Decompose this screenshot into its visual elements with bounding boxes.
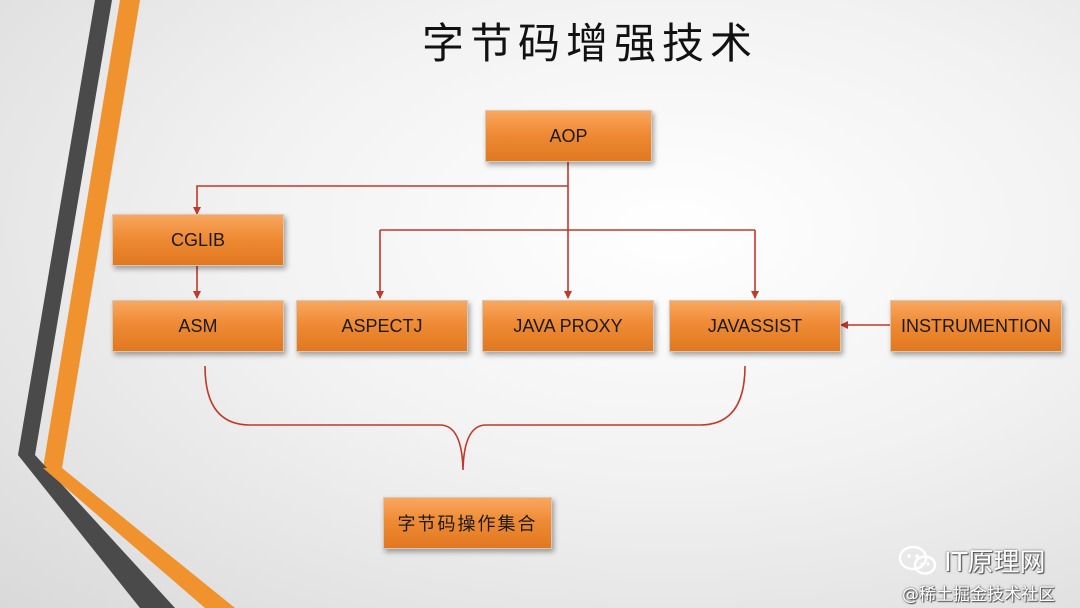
- java-proxy-label: JAVA PROXY: [513, 315, 623, 336]
- aop-box: AOP: [485, 110, 652, 162]
- javassist-label: JAVASSIST: [707, 315, 803, 336]
- cglib-label: CGLIB: [170, 229, 226, 250]
- java-proxy-box: JAVA PROXY: [482, 300, 654, 352]
- grouping-brace: [204, 365, 746, 471]
- watermark: IT原理网 @稀土掘金技术社区: [898, 542, 1078, 605]
- bytecode-set-box: 字节码操作集合: [383, 497, 552, 549]
- watermark-name: IT原理网: [944, 548, 1046, 578]
- instrumention-box: INSTRUMENTION: [890, 300, 1062, 352]
- aspectj-box: ASPECTJ: [296, 300, 468, 352]
- dark-stripe-bottom: [18, 455, 175, 608]
- asm-box: ASM: [112, 300, 284, 352]
- page-title: 字节码增强技术: [421, 19, 758, 68]
- instrumention-label: INSTRUMENTION: [901, 315, 1051, 336]
- orange-stripe-top: [43, 0, 140, 468]
- bytecode-set-label: 字节码操作集合: [397, 514, 538, 535]
- aop-label: AOP: [549, 125, 588, 146]
- cglib-box: CGLIB: [112, 214, 284, 266]
- asm-label: ASM: [178, 315, 218, 336]
- orange-stripe-bottom: [43, 468, 235, 608]
- dark-stripe-top: [18, 0, 112, 455]
- aop-to-cglib-arrow: [193, 185, 568, 215]
- wechat-icon: [898, 545, 937, 575]
- javassist-box: JAVASSIST: [669, 300, 841, 352]
- watermark-subtitle: @稀土掘金技术社区: [902, 585, 1055, 605]
- aspectj-label: ASPECTJ: [341, 315, 423, 336]
